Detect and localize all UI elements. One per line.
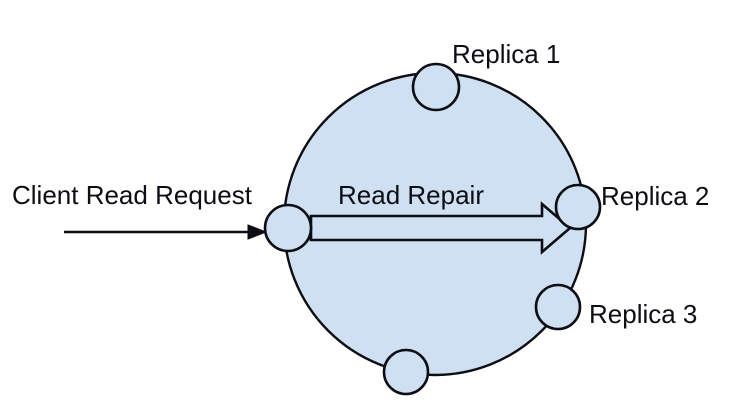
- replica-3-label: Replica 3: [589, 299, 697, 329]
- client-read-request-arrow: [64, 224, 268, 240]
- replica-2-label: Replica 2: [601, 181, 709, 211]
- replica-1-label: Replica 1: [452, 39, 560, 69]
- read-repair-label: Read Repair: [338, 180, 484, 210]
- coordinator-node[interactable]: [263, 203, 313, 253]
- client-read-request-label: Client Read Request: [12, 180, 253, 210]
- replica-3-node[interactable]: [534, 283, 582, 331]
- replica-2-node[interactable]: [554, 183, 602, 231]
- replica-4-node[interactable]: [382, 348, 430, 396]
- read-repair-block-arrow: [309, 201, 572, 255]
- replica-1-node[interactable]: [411, 62, 461, 112]
